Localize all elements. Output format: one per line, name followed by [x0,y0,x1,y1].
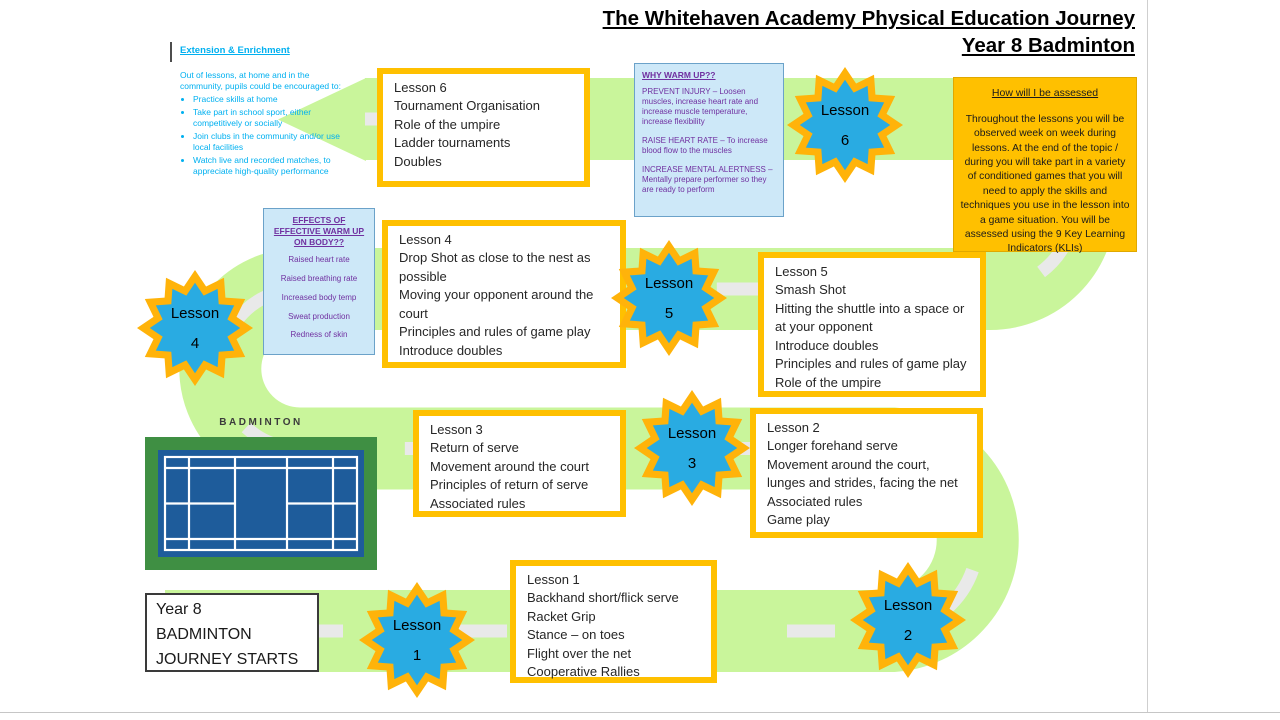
lesson-4-badge: Lesson 4 [135,268,255,388]
badge-label: Lesson [820,101,870,119]
assessment-panel: How will I be assessed Throughout the le… [953,77,1137,254]
badge-text: Lesson 4 [135,268,255,388]
lesson-6-badge: Lesson 6 [785,65,905,185]
extension-bullet: Join clubs in the community and/or use l… [193,131,342,153]
lesson-1-card: Lesson 1 Backhand short/flick serve Rack… [510,560,717,683]
lesson-6-items: Tournament Organisation Role of the umpi… [394,98,540,169]
warm-up-effects-panel: EFFECTS OF EFFECTIVE WARM UP ON BODY?? R… [263,208,375,355]
lesson-6-card: Lesson 6 Tournament Organisation Role of… [377,68,590,187]
page-title: The Whitehaven Academy Physical Educatio… [415,6,1135,59]
extension-bullet: Take part in school sport, either compet… [193,107,342,129]
lesson-3-title: Lesson 3 [430,422,483,437]
badge-label: Lesson [667,424,717,442]
lesson-4-title: Lesson 4 [399,232,452,247]
badge-text: Lesson 2 [848,560,968,680]
badge-label: Lesson [170,304,220,322]
badminton-court-image [145,437,377,570]
journey-start-box: Year 8 BADMINTON JOURNEY STARTS [145,593,319,672]
lesson-3-badge: Lesson 3 [632,388,752,508]
badge-text: Lesson 5 [609,238,729,358]
court-caption: BADMINTON [219,417,303,428]
assessment-heading: How will I be assessed [991,87,1099,99]
text-cursor [170,42,172,62]
page-right-border [1147,0,1148,713]
lesson-2-items: Longer forehand serve Movement around th… [767,438,958,528]
badge-number: 2 [903,626,913,644]
badge-label: Lesson [392,616,442,634]
extension-heading: Extension & Enrichment [180,45,290,56]
lesson-1-badge: Lesson 1 [357,580,477,700]
badge-number: 1 [412,646,422,664]
page-title-line1: The Whitehaven Academy Physical Educatio… [602,7,1135,30]
lesson-2-badge: Lesson 2 [848,560,968,680]
lesson-4-items: Drop Shot as close to the nest as possib… [399,250,594,358]
badge-text: Lesson 6 [785,65,905,185]
badge-text: Lesson 3 [632,388,752,508]
extension-bullet: Practice skills at home [193,94,342,105]
lesson-1-title: Lesson 1 [527,572,580,587]
lesson-5-card: Lesson 5 Smash Shot Hitting the shuttle … [758,252,986,397]
lesson-3-items: Return of serve Movement around the cour… [430,440,589,511]
page-bottom-border [0,712,1280,713]
badge-number: 4 [190,334,200,352]
lesson-5-title: Lesson 5 [775,264,828,279]
why-warm-up-heading: WHY WARM UP?? [642,70,716,80]
badge-number: 6 [840,131,850,149]
extension-intro: Out of lessons, at home and in the commu… [180,70,341,92]
assessment-body: Throughout the lessons you will be obser… [960,113,1130,255]
extension-bullet-list: Practice skills at home Take part in sch… [180,94,342,177]
why-warm-up-paragraph: RAISE HEART RATE – To increase blood flo… [642,135,768,155]
road-end-chevron [278,78,366,161]
extension-bullet: Watch live and recorded matches, to appr… [193,155,342,177]
badge-label: Lesson [883,596,933,614]
lesson-5-items: Smash Shot Hitting the shuttle into a sp… [775,282,967,390]
lesson-4-card: Lesson 4 Drop Shot as close to the nest … [382,220,626,368]
why-warm-up-panel: WHY WARM UP?? PREVENT INJURY – Loosen mu… [634,63,784,217]
page-title-line2: Year 8 Badminton [961,33,1135,57]
why-warm-up-paragraph: PREVENT INJURY – Loosen muscles, increas… [642,86,759,126]
effects-heading: EFFECTS OF EFFECTIVE WARM UP ON BODY?? [273,215,365,248]
extension-enrichment-panel: Extension & Enrichment Out of lessons, a… [180,45,342,179]
lesson-3-card: Lesson 3 Return of serve Movement around… [413,410,626,517]
lesson-5-badge: Lesson 5 [609,238,729,358]
lesson-1-items: Backhand short/flick serve Racket Grip S… [527,590,679,680]
effects-items: Raised heart rate Raised breathing rate … [280,255,358,340]
badge-label: Lesson [644,274,694,292]
why-warm-up-paragraph: INCREASE MENTAL ALERTNESS – Mentally pre… [642,164,773,194]
lesson-2-card: Lesson 2 Longer forehand serve Movement … [750,408,983,538]
badge-number: 5 [664,304,674,322]
lesson-2-title: Lesson 2 [767,420,820,435]
lesson-6-title: Lesson 6 [394,80,447,95]
badge-number: 3 [687,454,697,472]
badge-text: Lesson 1 [357,580,477,700]
